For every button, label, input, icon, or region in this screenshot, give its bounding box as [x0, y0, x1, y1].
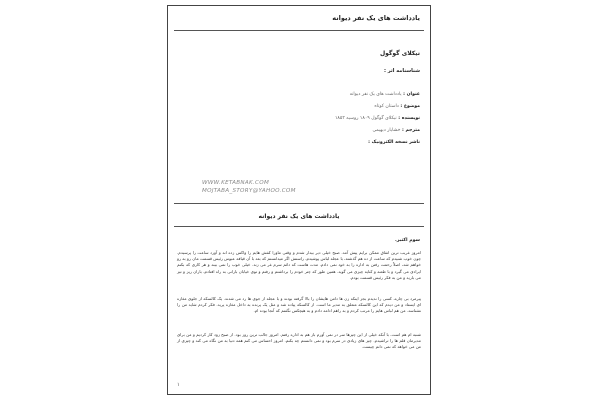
meta-row-author: نویسنده : نیکلای گوگول ۱۸۰۹ روسیه ۱۸۵۲	[334, 116, 420, 121]
meta-row-title: عنوان : یادداشت های یک نفر دیوانه	[349, 92, 420, 97]
chapter-heading: سوم اکتبر.	[395, 238, 420, 243]
body-paragraph: پیرمرد بی چاره، کسی را ندیدم بجز اینکه ز…	[177, 296, 421, 314]
meta-key: مترجم	[405, 128, 421, 133]
watermark-website: WWW.KETABNAK.COM	[202, 180, 270, 186]
body-paragraph: امروز غریب ترین اتفاق ممکن برایم پیش آمد…	[177, 250, 421, 280]
title-rule	[174, 30, 424, 31]
meta-value: خشایار دیهیمی	[372, 128, 401, 133]
meta-key: ناشر نسخه الکترونیک	[371, 140, 420, 145]
subtitle-rule-bottom	[174, 226, 424, 227]
meta-key: عنوان	[406, 92, 420, 97]
meta-value: یادداشت های یک نفر دیوانه	[349, 92, 402, 97]
meta-row-publisher: ناشر نسخه الکترونیک :	[368, 140, 420, 145]
watermark-email: MOJTABA_STORY@YAHOO.COM	[202, 188, 296, 194]
meta-row-subject: موضوع : داستان کوتاه	[374, 104, 420, 109]
meta-key: نویسنده	[401, 116, 420, 121]
id-heading: شناسنامه اثر :	[384, 68, 420, 74]
subtitle-rule-top	[174, 203, 424, 204]
meta-row-translator: مترجم : خشایار دیهیمی	[372, 128, 420, 133]
document-subtitle: یادداشت های یک نفر دیوانه	[258, 213, 340, 220]
meta-value: نیکلای گوگول ۱۸۰۹ روسیه ۱۸۵۲	[334, 116, 397, 121]
meta-value: داستان کوتاه	[374, 104, 399, 109]
page-number: ۱	[177, 382, 180, 388]
meta-key: موضوع	[403, 104, 420, 109]
document-title: یادداشت های یک نفر دیوانه	[332, 14, 420, 22]
author-name: نیکلای گوگول	[379, 50, 420, 57]
document-page: یادداشت های یک نفر دیوانه نیکلای گوگول ش…	[167, 5, 431, 395]
body-paragraph: شنبه ام هم است، با آنکه خیلی از این چیزه…	[177, 332, 421, 350]
